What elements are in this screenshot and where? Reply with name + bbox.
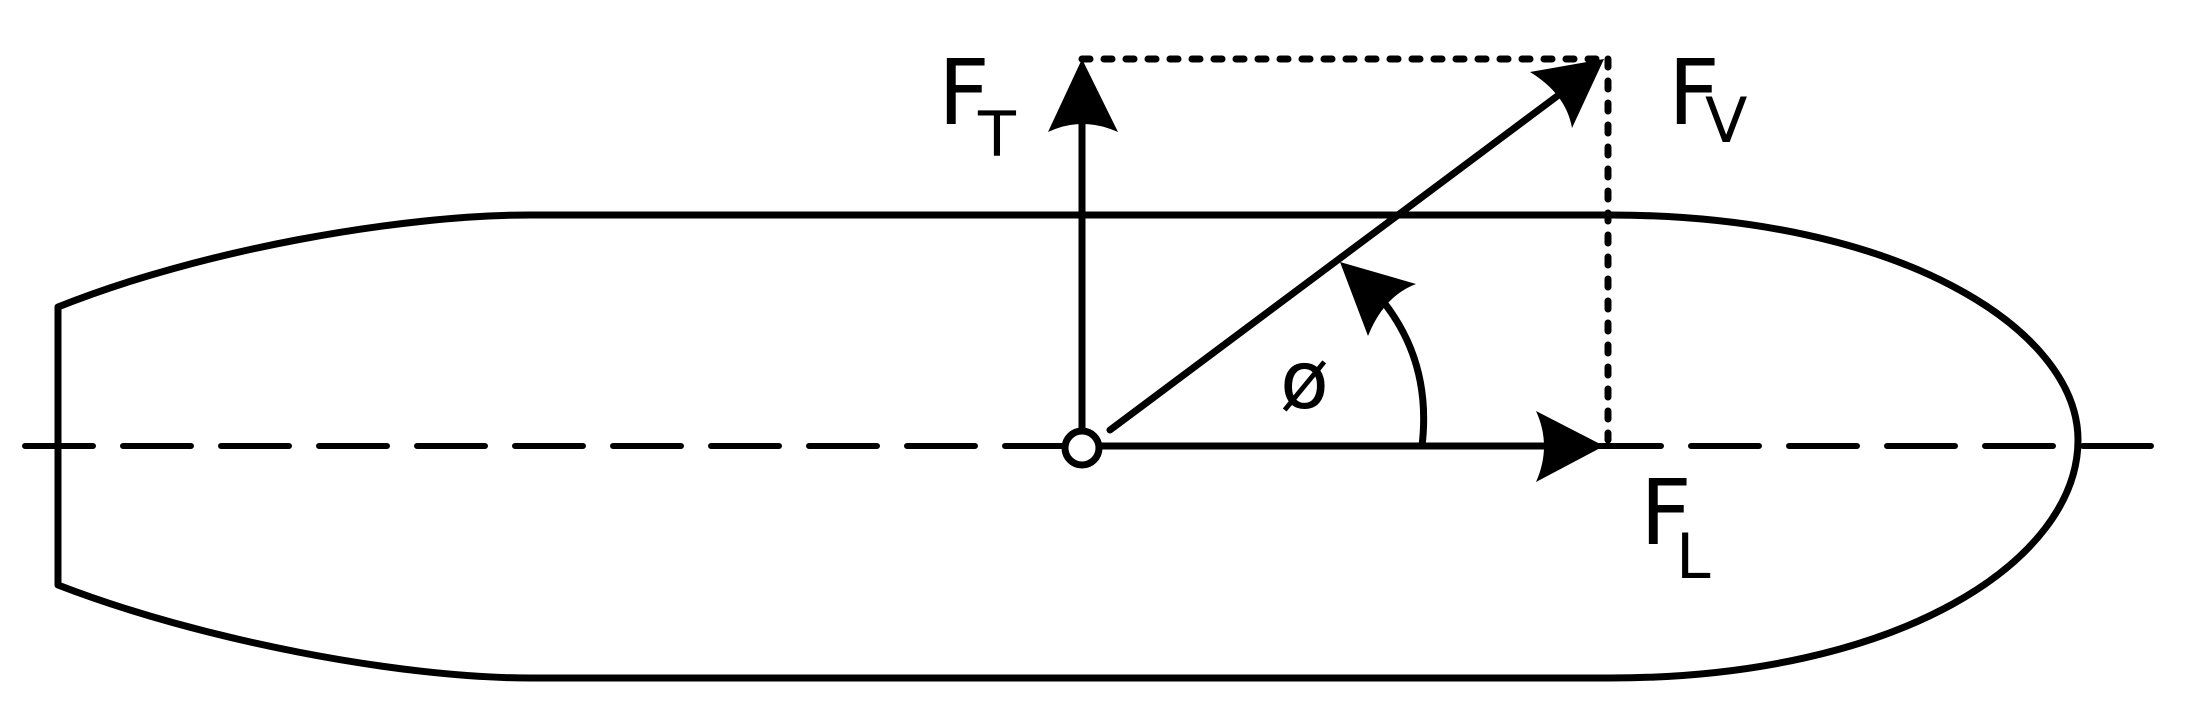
fl-subscript: L xyxy=(1676,520,1711,593)
fv-label: F xyxy=(1668,41,1720,146)
fl-label: F xyxy=(1640,461,1692,566)
fv-subscript: V xyxy=(1705,84,1747,157)
angle-arc xyxy=(1379,297,1428,447)
body-outline xyxy=(54,211,2082,682)
ft-arrowhead xyxy=(1048,59,1118,132)
ft-subscript: T xyxy=(977,98,1017,171)
ft-label: F xyxy=(938,41,990,146)
angle-phi-label: ø xyxy=(1280,334,1329,427)
origin-pivot xyxy=(1061,427,1103,469)
fv-arrowhead xyxy=(1530,59,1604,128)
angle-arc-arrowhead xyxy=(1340,262,1416,336)
fv-vector-shaft xyxy=(1106,90,1564,434)
fl-arrowhead xyxy=(1536,411,1604,482)
